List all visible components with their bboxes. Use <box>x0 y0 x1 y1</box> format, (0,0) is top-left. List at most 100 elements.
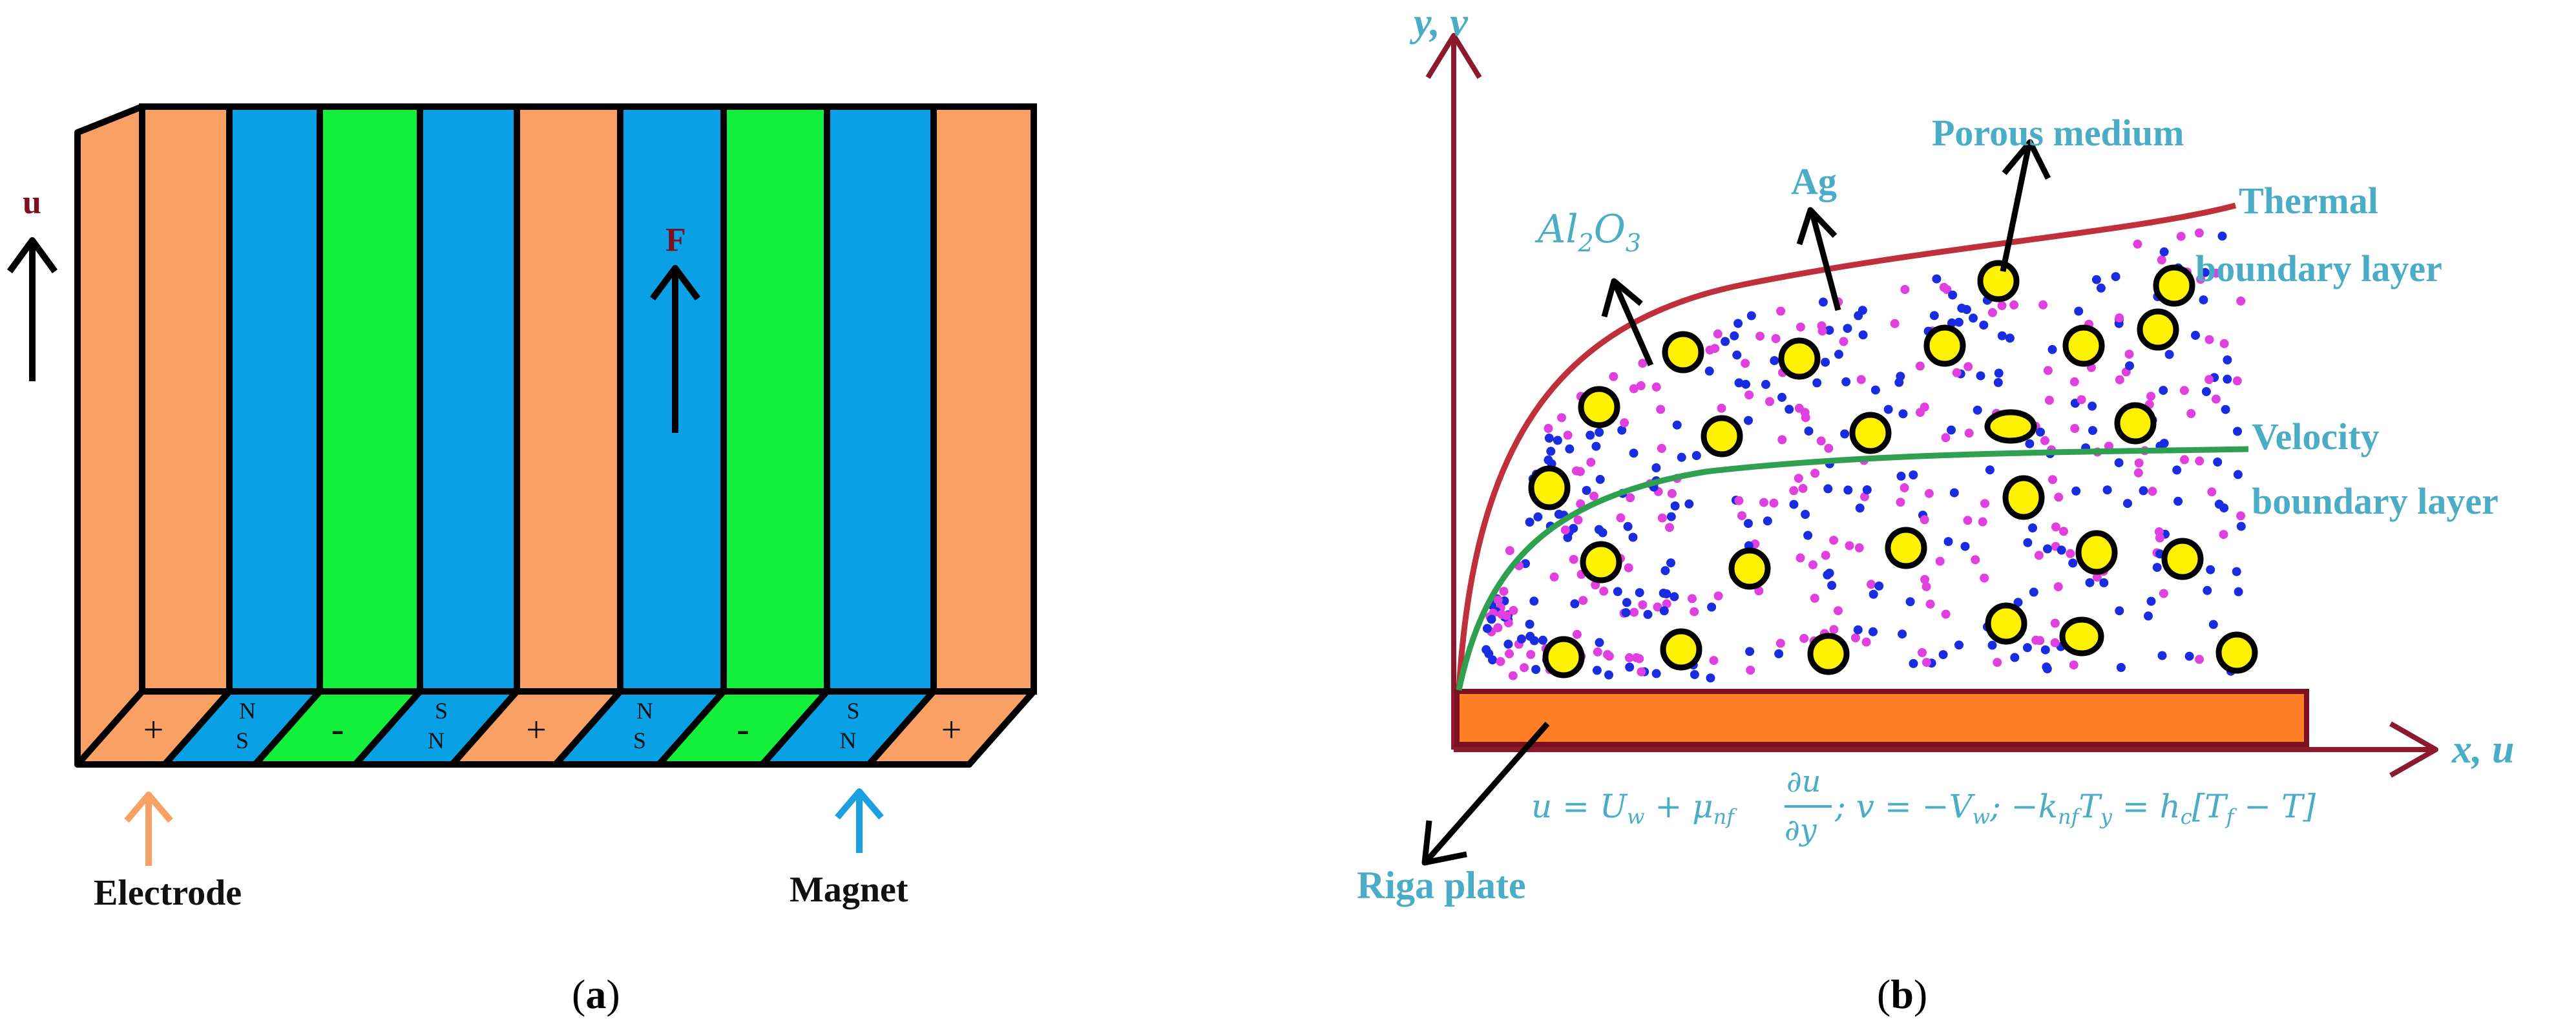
porous-particle <box>2002 475 2045 520</box>
nanoparticle-dot <box>2043 544 2052 554</box>
nanoparticle-dot <box>1843 485 1853 495</box>
nanoparticle-dot <box>1952 368 1962 377</box>
nanoparticle-dot <box>1761 379 1770 389</box>
porous-particle <box>1984 409 2037 444</box>
nanoparticle-dot <box>2005 333 2015 343</box>
front-pole-label-s: S <box>846 698 859 724</box>
nanoparticle-dot <box>1776 306 1786 316</box>
nanoparticle-dot <box>1572 629 1582 639</box>
nanoparticle-dot <box>1817 321 1827 331</box>
nanoparticle-dot <box>1487 615 1496 624</box>
nanoparticle-dot <box>1789 499 1799 509</box>
nanoparticle-dot <box>1569 523 1578 533</box>
nanoparticle-dot <box>1947 318 1956 328</box>
nanoparticle-dot <box>1636 381 1646 390</box>
nanoparticle-dot <box>1653 602 1662 612</box>
nanoparticle-dot <box>2152 563 2162 573</box>
nanoparticle-dot <box>1834 606 1843 616</box>
nanoparticle-dot <box>1987 308 1997 317</box>
nanoparticle-dot <box>1856 375 1866 384</box>
porous-particle <box>1778 337 1821 380</box>
nanoparticle-dot <box>1853 625 1863 635</box>
nanoparticle-dot <box>1573 515 1583 525</box>
nanoparticle-dot <box>1589 491 1598 501</box>
nanoparticle-dot <box>1591 441 1601 451</box>
stripe-2 <box>226 103 323 695</box>
nanoparticle-dot <box>1594 525 1604 534</box>
nanoparticle-dot <box>1670 501 1680 510</box>
nanoparticle-dot <box>1905 597 1915 607</box>
nanoparticle-dot <box>1565 444 1575 454</box>
nanoparticle-dot <box>1861 637 1871 647</box>
nanoparticle-dot <box>1938 650 1948 660</box>
nanoparticle-dot <box>1505 649 1514 658</box>
nanoparticle-dot <box>1744 390 1754 400</box>
nanoparticle-dot <box>1979 321 1989 330</box>
porous-particle <box>1807 633 1850 675</box>
nanoparticle-dot <box>1963 362 1973 372</box>
nanoparticle-dot <box>1677 452 1686 462</box>
u-arrow-head <box>6 237 58 273</box>
nanoparticle-dot <box>2102 485 2112 495</box>
nanoparticle-dot <box>1656 405 1666 414</box>
nanoparticle-dot <box>2232 567 2241 576</box>
nanoparticle-dot <box>1496 657 1505 666</box>
ag-pointer-head <box>1796 207 1838 246</box>
stripe-8 <box>824 103 937 695</box>
porous-particle <box>2062 324 2105 367</box>
nanoparticle-dot <box>1896 471 1906 481</box>
nanoparticle-dot <box>1775 638 1785 648</box>
nanoparticle-dot <box>1920 515 1929 525</box>
nanoparticle-dot <box>1922 658 1931 667</box>
nanoparticle-dot <box>1954 640 1963 650</box>
thermal-boundary-curve <box>1456 202 2237 691</box>
nanoparticle-dot <box>2028 523 2037 532</box>
nanoparticle-dot <box>1544 424 1553 433</box>
nanoparticle-dot <box>1599 586 1609 596</box>
nanoparticle-dot <box>2146 596 2156 606</box>
nanoparticle-dot <box>2115 606 2124 616</box>
porous-particle <box>1885 527 1927 569</box>
nanoparticle-dot <box>2221 405 2230 414</box>
nanoparticle-dot <box>1771 334 1781 343</box>
nanoparticle-dot <box>1803 531 1813 540</box>
nanoparticle-dot <box>2157 651 2167 660</box>
porous-particle <box>1528 465 1571 510</box>
nanoparticle-dot <box>1560 525 1570 535</box>
nanoparticle-dot <box>2236 521 2246 531</box>
nanoparticle-dot <box>1651 382 1661 392</box>
nanoparticle-dot <box>2047 344 2057 354</box>
nanoparticle-dot <box>1629 607 1639 617</box>
nanoparticle-dot <box>2085 578 2095 587</box>
svg-text:; v = −Vw; −knfTy = hc[Tf − T: ; v = −Vw; −knfTy = hc[Tf − T] <box>1834 788 2316 829</box>
nanoparticle-dot <box>1845 541 1854 551</box>
nanoparticle-dot <box>1651 463 1661 472</box>
nanoparticle-dot <box>1745 647 1755 657</box>
nanoparticle-dot <box>2186 409 2196 418</box>
electrode-label: Electrode <box>94 873 242 913</box>
nanoparticle-dot <box>1624 563 1633 573</box>
nanoparticle-dot <box>1774 649 1784 658</box>
nanoparticle-dot <box>1969 313 1978 323</box>
nanoparticle-dot <box>2180 455 2189 465</box>
nanoparticle-dot <box>1525 518 1534 527</box>
ag-pointer <box>1809 212 1841 311</box>
nanoparticle-dot <box>1531 665 1541 674</box>
nanoparticle-dot <box>1544 434 1554 443</box>
nanoparticle-dot <box>1798 483 1808 493</box>
nanoparticle-dot <box>1520 663 1529 673</box>
nanoparticle-dot <box>2159 439 2169 448</box>
nanoparticle-dot <box>1929 311 1939 321</box>
nanoparticle-dot <box>1973 405 1982 415</box>
nanoparticle-dot <box>1794 474 1803 483</box>
nanoparticle-dot <box>1997 301 2007 310</box>
stripe-5 <box>514 103 623 695</box>
nanoparticle-dot <box>1834 350 1843 359</box>
nanoparticle-dot <box>2236 296 2246 306</box>
nanoparticle-dot <box>1746 666 1755 675</box>
nanoparticle-dot <box>1553 436 1562 445</box>
front-segment-9 <box>866 688 1037 768</box>
nanoparticle-dot <box>2219 503 2229 513</box>
nanoparticle-dot <box>1670 592 1679 602</box>
nanoparticle-dot <box>1690 607 1699 616</box>
